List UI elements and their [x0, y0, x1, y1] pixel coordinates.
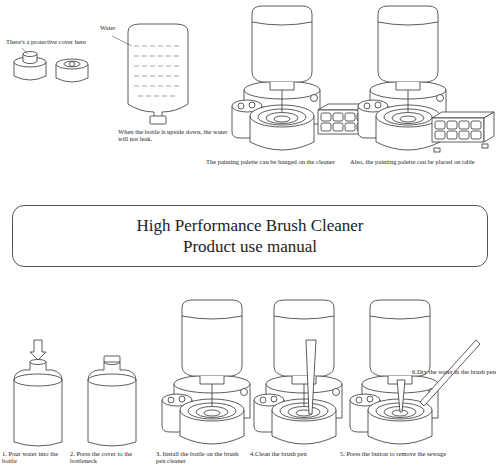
caption-label: 3. Install the bottle on the brush pen c…	[156, 450, 246, 465]
manual-title: High Performance Brush Cleaner	[136, 215, 363, 236]
manual-title: Product use manual	[183, 236, 317, 257]
caption-label: When the bottle is upside down, the wate…	[118, 128, 228, 143]
caption-label: 4.Clean the brush pen	[250, 450, 336, 457]
caption-label: 1. Pour water into the bottle	[2, 450, 68, 465]
title-band: High Performance Brush CleanerProduct us…	[12, 205, 488, 267]
caption-label: Also, the painting palette can be placed…	[350, 158, 498, 165]
caption-label: 5. Press the button to remove the sewage	[340, 450, 490, 457]
caption-label: Water	[100, 24, 140, 31]
caption-label: There's a protective cover here	[6, 38, 106, 45]
caption-label: 2. Press the cover to the bottleneck	[70, 450, 154, 465]
caption-label: 6.Dry the water in the brush pen	[412, 368, 496, 375]
caption-label: The painting palette can be hanged on th…	[206, 158, 356, 165]
